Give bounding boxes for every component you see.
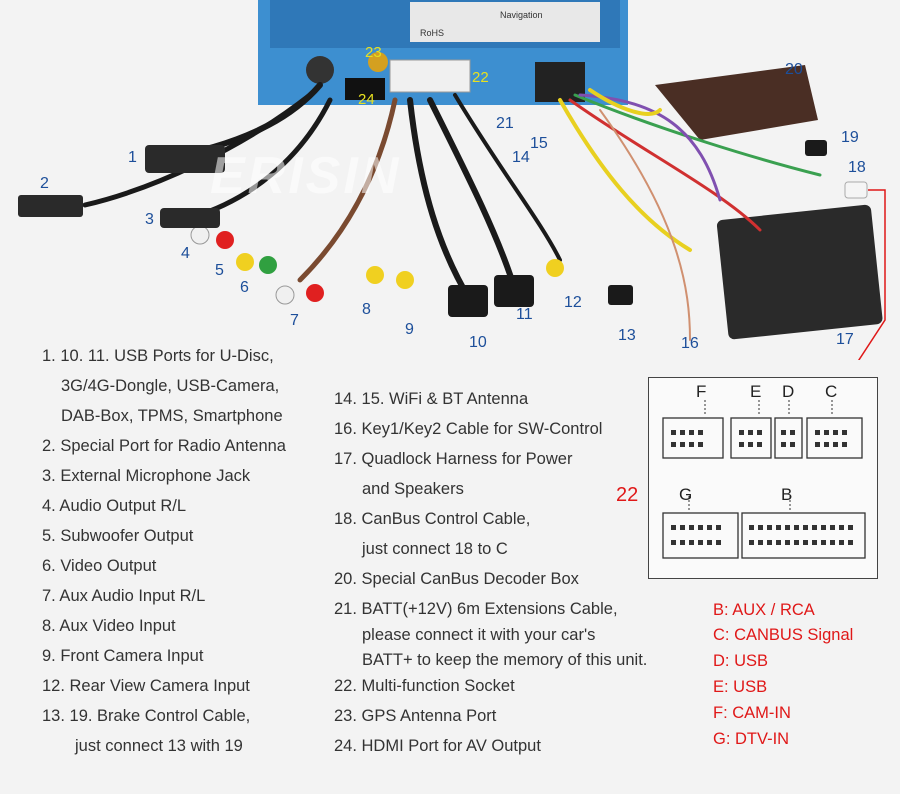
wiring-photo: Navigation RoHS <box>18 0 886 360</box>
callout-17: 17 <box>836 331 854 348</box>
socket-label-d: D <box>782 382 795 401</box>
socket-code: F: CAM-IN <box>713 704 791 722</box>
pointer-line <box>857 189 886 360</box>
legend-left-line: 3G/4G-Dongle, USB-Camera, <box>61 377 280 395</box>
callout-21: 21 <box>496 115 514 132</box>
socket-label-f: F <box>696 382 707 401</box>
legend-right-line: 20. Special CanBus Decoder Box <box>334 570 579 588</box>
legend-left-line: DAB-Box, TPMS, Smartphone <box>61 407 283 425</box>
callout-6: 6 <box>240 279 249 296</box>
callout-8: 8 <box>362 301 371 318</box>
legend-right-line: please connect it with your car's <box>362 626 596 644</box>
socket-label-b: B <box>781 485 793 504</box>
callout-14: 14 <box>512 149 530 166</box>
callout-7: 7 <box>290 312 299 329</box>
callout-15: 15 <box>530 135 548 152</box>
callout-24: 24 <box>358 91 375 108</box>
gps-port <box>368 52 388 72</box>
socket-label-c: C <box>825 382 838 401</box>
callout-5: 5 <box>215 262 224 279</box>
hdmi-port <box>345 78 385 100</box>
callout-20: 20 <box>785 61 803 78</box>
socket-code: C: CANBUS Signal <box>713 626 854 644</box>
canbus-plug-18 <box>844 181 868 199</box>
callout-23: 23 <box>365 44 382 61</box>
callout-1: 1 <box>128 149 137 166</box>
socket-diagram: F E D C G B <box>648 377 878 579</box>
callout-3: 3 <box>145 211 154 228</box>
callout-4: 4 <box>181 245 190 262</box>
socket-code: D: USB <box>713 652 769 670</box>
legend-right-line: 23. GPS Antenna Port <box>334 707 497 725</box>
legend-right-line: BATT+ to keep the memory of this unit. <box>362 651 648 669</box>
legend-left-line: 13. 19. Brake Control Cable, <box>42 707 251 725</box>
main-connector <box>389 59 471 93</box>
usb-plug-11 <box>494 275 534 307</box>
callout-16: 16 <box>681 335 699 352</box>
radio-antenna-port <box>18 195 83 217</box>
callout-2: 2 <box>40 175 49 192</box>
usb-port-1 <box>145 145 225 173</box>
legend-right-line: 22. Multi-function Socket <box>334 677 515 695</box>
brand-watermark: ERISIN <box>210 147 402 205</box>
socket-number: 22 <box>616 484 639 506</box>
socket-pins <box>671 430 853 545</box>
legend-left-line: 8. Aux Video Input <box>42 617 176 635</box>
unit-label-text: Navigation <box>500 10 543 20</box>
legend-left-line: 6. Video Output <box>42 557 157 575</box>
canbus-decoder-box <box>655 65 818 140</box>
unit-label-rohs: RoHS <box>420 28 444 38</box>
brake-plug-19 <box>805 140 827 156</box>
legend-left-line: just connect 13 with 19 <box>75 737 243 755</box>
socket-code: E: USB <box>713 678 768 696</box>
legend-right-line: 24. HDMI Port for AV Output <box>334 737 541 755</box>
socket-label-g: G <box>679 485 693 504</box>
legend-right-line: 21. BATT(+12V) 6m Extensions Cable, <box>334 600 618 618</box>
legend-left-line: 5. Subwoofer Output <box>42 527 194 545</box>
legend-right-line: 17. Quadlock Harness for Power <box>334 450 573 468</box>
socket-code: B: AUX / RCA <box>713 601 815 619</box>
socket-drawing <box>662 400 866 559</box>
legend-right-line: 16. Key1/Key2 Cable for SW-Control <box>334 420 603 438</box>
unit-label-sticker <box>410 2 600 42</box>
callout-13: 13 <box>618 327 636 344</box>
legend-right-line: 14. 15. WiFi & BT Antenna <box>334 390 529 408</box>
callout-18: 18 <box>848 159 866 176</box>
callout-10: 10 <box>469 334 487 351</box>
legend-left-line: 3. External Microphone Jack <box>42 467 251 485</box>
brake-plug-13 <box>608 285 633 305</box>
socket-label-e: E <box>750 382 762 401</box>
rca-plugs <box>190 225 564 305</box>
callout-19: 19 <box>841 129 859 146</box>
legend-right-line: just connect 18 to C <box>362 540 508 558</box>
callout-22: 22 <box>472 69 489 86</box>
legend-left-line: 2. Special Port for Radio Antenna <box>42 437 286 455</box>
legend-left-line: 12. Rear View Camera Input <box>42 677 250 695</box>
legend-left-line: 9. Front Camera Input <box>42 647 204 665</box>
legend-left-line: 4. Audio Output R/L <box>42 497 187 515</box>
quadlock-harness <box>716 204 883 340</box>
usb-plug-10 <box>448 285 488 317</box>
legend-right-line: and Speakers <box>362 480 464 498</box>
legend-left-line: 1. 10. 11. USB Ports for U-Disc, <box>42 347 274 365</box>
callout-12: 12 <box>564 294 582 311</box>
legend-left-line: 7. Aux Audio Input R/L <box>42 587 206 605</box>
callout-9: 9 <box>405 321 414 338</box>
socket-code: G: DTV-IN <box>713 730 790 748</box>
legend-right-line: 18. CanBus Control Cable, <box>334 510 531 528</box>
mic-jack <box>160 208 220 228</box>
callout-11: 11 <box>516 306 533 323</box>
